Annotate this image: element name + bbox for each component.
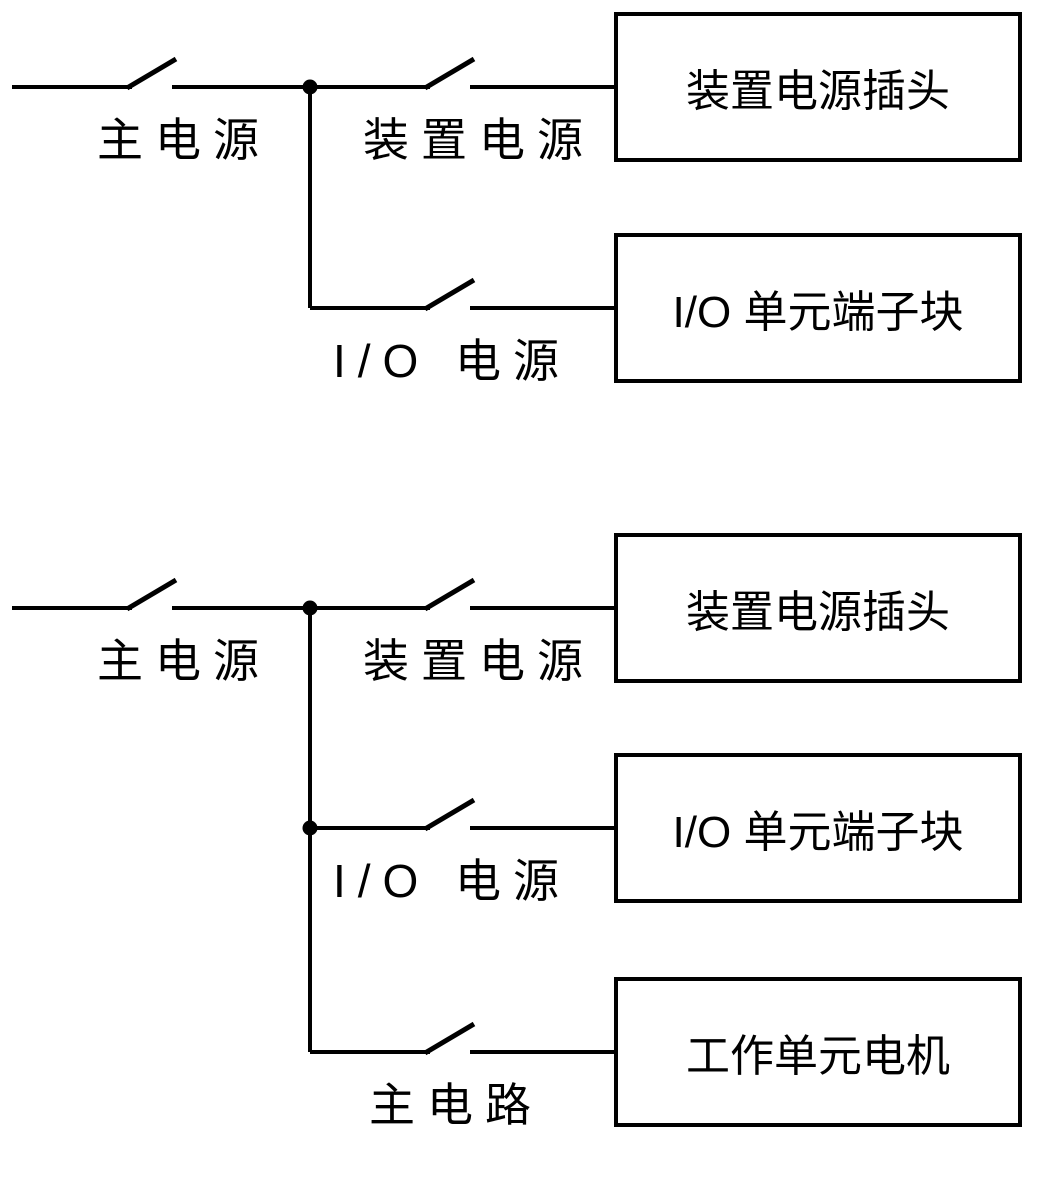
main-power-switch-label-top: 主电源 (97, 114, 271, 166)
io-unit-terminal-block-box-label: I/O 单元端子块 (672, 808, 964, 857)
device-power-plug-box-bottom: 装置电源插头 (614, 533, 1022, 683)
io-unit-terminal-block-box-label: I/O 单元端子块 (672, 288, 964, 337)
io-power-switch-label-bottom: I/O 电源 (332, 855, 572, 907)
switch-blade (423, 577, 476, 612)
main-circuit-switch-label-bottom: 主电路 (369, 1079, 543, 1131)
device-power-switch-label-top: 装置电源 (363, 114, 595, 166)
device-power-switch-label-bottom: 装置电源 (363, 635, 595, 687)
top-diagram-lines (12, 56, 616, 312)
switch-blade (423, 797, 476, 832)
work-unit-motor-box-label: 工作单元电机 (686, 1032, 950, 1081)
switch-blade (423, 56, 476, 91)
device-power-plug-box-label: 装置电源插头 (686, 588, 950, 637)
switch-blade (423, 1021, 476, 1056)
switch-blade (125, 577, 178, 612)
bottom-diagram-lines (12, 577, 616, 1056)
io-unit-terminal-block-box-bottom: I/O 单元端子块 (614, 753, 1022, 903)
switch-blade (423, 277, 476, 312)
device-power-plug-box-label: 装置电源插头 (686, 67, 950, 116)
switch-blade (125, 56, 178, 91)
device-power-plug-box-top: 装置电源插头 (614, 12, 1022, 162)
main-power-switch-label-bottom: 主电源 (97, 635, 271, 687)
io-unit-terminal-block-box-top: I/O 单元端子块 (614, 233, 1022, 383)
work-unit-motor-box-bottom: 工作单元电机 (614, 977, 1022, 1127)
io-power-switch-label-top: I/O 电源 (332, 335, 572, 387)
